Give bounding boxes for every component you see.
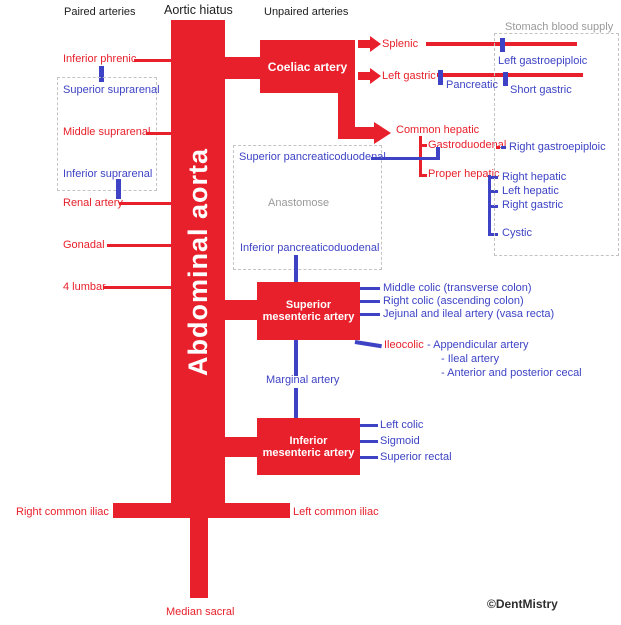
inferior-pancreaticoduodenal-line [294, 255, 298, 282]
middle-suprarenal-label: Middle suprarenal [63, 126, 151, 138]
gonadal-label: Gonadal [63, 239, 105, 251]
lumbar-label: 4 lumbar [63, 281, 106, 293]
ileal-artery-label: - Ileal artery [441, 353, 500, 365]
renal-artery-label: Renal artery [63, 197, 123, 209]
left-gastric-arrow-icon [358, 68, 381, 84]
hepatic-bracket [419, 136, 422, 177]
right-gastroepiploic-dash [501, 146, 506, 149]
superior-mesenteric-artery-title: Superior mesenteric artery [262, 299, 355, 323]
middle-suprarenal-line [146, 132, 171, 135]
cystic-label: Cystic [502, 227, 532, 239]
splenic-arrow-icon [358, 36, 381, 52]
median-sacral-bar [190, 518, 208, 598]
left-hepatic-label: Left hepatic [502, 185, 559, 197]
left-colic-line [360, 424, 378, 427]
ileocolic-line [354, 340, 382, 348]
coeliac-connector [225, 57, 260, 79]
abdominal-aorta-trunk [171, 20, 225, 504]
splenic-label: Splenic [382, 38, 419, 50]
common-iliac-bar [113, 503, 290, 518]
gastroduodenal-dash [496, 146, 500, 149]
common-hepatic-label: Common hepatic [396, 124, 480, 136]
proper-hepatic-stub [421, 174, 427, 177]
credit-text: ©DentMistry [487, 597, 558, 611]
inferior-suprarenal-label: Inferior suprarenal [63, 168, 153, 180]
proper-hepatic-bracket [488, 175, 491, 236]
paired-arteries-heading: Paired arteries [64, 6, 136, 18]
right-common-iliac-label: Right common iliac [16, 506, 109, 518]
common-hepatic-arrowhead-icon [374, 122, 391, 144]
median-sacral-label: Median sacral [166, 606, 235, 618]
gonadal-line [107, 244, 171, 247]
left-gastroepiploic-tick [500, 38, 505, 52]
ileocolic-label: Ileocolic [384, 339, 424, 351]
unpaired-arteries-heading: Unpaired arteries [264, 6, 349, 18]
gastroduodenal-label: Gastroduodenal [428, 139, 507, 151]
ima-connector [225, 437, 257, 457]
lumbar-line [103, 286, 171, 289]
left-gastroepiploic-label: Left gastroepiploic [498, 55, 588, 67]
pancreatic-tick [438, 70, 443, 85]
right-colic-label: Right colic (ascending colon) [383, 295, 524, 307]
superior-suprarenal-tick [99, 66, 104, 82]
short-gastric-tick [503, 72, 508, 86]
anastomose-label: Anastomose [268, 197, 330, 209]
middle-colic-line [360, 287, 380, 290]
gastroduodenal-stub [421, 144, 427, 147]
superior-mesenteric-artery-box: Superior mesenteric artery [257, 282, 360, 340]
superior-suprarenal-label: Superior suprarenal [63, 84, 160, 96]
marginal-artery-line-upper [294, 340, 298, 376]
right-gastric-label: Right gastric [502, 199, 564, 211]
common-hepatic-elbow-horizontal [338, 127, 374, 139]
anterior-posterior-cecal-label: - Anterior and posterior cecal [441, 367, 582, 379]
renal-artery-line [119, 202, 171, 205]
middle-colic-label: Middle colic (transverse colon) [383, 282, 532, 294]
coeliac-artery-title: Coeliac artery [267, 59, 348, 74]
aortic-hiatus-heading: Aortic hiatus [164, 3, 233, 17]
marginal-artery-label: Marginal artery [266, 374, 340, 386]
sigmoid-label: Sigmoid [380, 435, 420, 447]
anastomose-box [233, 145, 382, 270]
superior-pancreaticoduodenal-line [371, 157, 439, 160]
left-gastric-line [437, 73, 583, 77]
superior-rectal-line [360, 456, 378, 459]
sigmoid-line [360, 440, 378, 443]
jejunal-line [360, 313, 380, 316]
stomach-blood-supply-box [494, 33, 619, 256]
left-colic-label: Left colic [380, 419, 424, 431]
proper-hepatic-label: Proper hepatic [428, 168, 500, 180]
right-hepatic-label: Right hepatic [502, 171, 567, 183]
left-gastric-label: Left gastric [382, 70, 436, 82]
marginal-artery-line-lower [294, 388, 298, 418]
sma-connector [225, 300, 257, 320]
appendicular-artery-label: - Appendicular artery [427, 339, 529, 351]
superior-rectal-label: Superior rectal [380, 451, 452, 463]
abdominal-aorta-label: Abdominal aorta [182, 147, 213, 377]
inferior-pancreaticoduodenal-label: Inferior pancreaticoduodenal [240, 242, 380, 254]
inferior-mesenteric-artery-title: Inferior mesenteric artery [262, 434, 355, 459]
superior-pancreaticoduodenal-riser [436, 147, 440, 160]
left-common-iliac-label: Left common iliac [293, 506, 379, 518]
short-gastric-label: Short gastric [510, 84, 572, 96]
inferior-suprarenal-tick [116, 179, 121, 199]
right-gastroepiploic-label: Right gastroepiploic [509, 141, 606, 153]
pancreatic-label: Pancreatic [446, 79, 498, 91]
superior-pancreaticoduodenal-label: Superior pancreaticoduodenal [239, 151, 386, 163]
inferior-phrenic-label: Inferior phrenic [63, 53, 137, 65]
inferior-phrenic-line [134, 59, 171, 62]
stomach-blood-supply-title: Stomach blood supply [505, 21, 614, 33]
coeliac-artery-box: Coeliac artery [260, 40, 355, 93]
inferior-mesenteric-artery-box: Inferior mesenteric artery [257, 418, 360, 475]
right-colic-line [360, 300, 380, 303]
jejunal-label: Jejunal and ileal artery (vasa recta) [383, 308, 555, 320]
